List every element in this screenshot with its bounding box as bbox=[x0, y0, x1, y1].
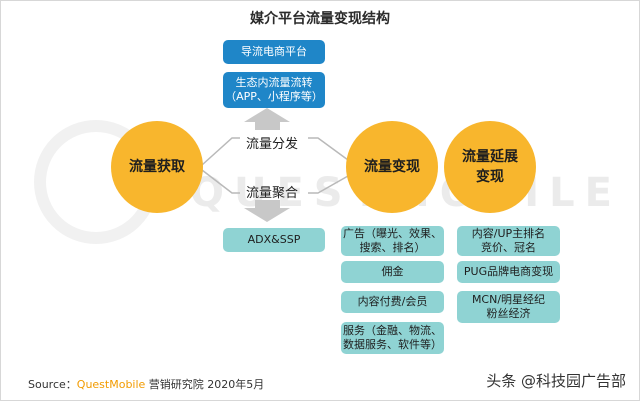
source-label: Source： bbox=[28, 378, 77, 391]
up-arrow-icon bbox=[244, 108, 290, 130]
right-upper-bracket bbox=[308, 137, 349, 161]
top-box-1-label: 导流电商平台 bbox=[241, 45, 307, 58]
monetize-item-4: 服务（金融、物流、 数据服务、软件等） bbox=[341, 322, 444, 354]
monetize-item-1: 广告（曝光、效果、 搜索、排名） bbox=[341, 226, 444, 256]
circle-extend: 流量延展 变现 bbox=[444, 121, 536, 213]
source-rest: 营销研究院 2020年5月 bbox=[145, 378, 265, 391]
extend-item-3-label: MCN/明星经纪 粉丝经济 bbox=[471, 293, 546, 320]
monetize-item-4-label: 服务（金融、物流、 数据服务、软件等） bbox=[343, 324, 442, 351]
left-lower-bracket bbox=[201, 169, 240, 194]
monetize-item-3-label: 内容付费/会员 bbox=[357, 295, 428, 308]
distribute-label: 流量分发 bbox=[246, 137, 299, 152]
circle-acquire: 流量获取 bbox=[111, 121, 203, 213]
bottom-box: ADX&SSP bbox=[223, 228, 325, 252]
bottom-box-label: ADX&SSP bbox=[247, 233, 301, 246]
extend-item-2-label: PUG品牌电商变现 bbox=[463, 265, 554, 278]
top-box-2: 生态内流量流转 （APP、小程序等） bbox=[223, 72, 325, 108]
monetize-item-2-label: 佣金 bbox=[381, 265, 404, 278]
left-upper-bracket bbox=[201, 137, 240, 166]
source-footer: Source：QuestMobile 营销研究院 2020年5月 bbox=[28, 376, 264, 392]
extend-item-3: MCN/明星经纪 粉丝经济 bbox=[457, 291, 560, 323]
right-lower-bracket bbox=[308, 175, 349, 194]
extend-item-1: 内容/UP主排名 竞价、冠名 bbox=[457, 226, 560, 256]
page-title: 媒介平台流量变现结构 bbox=[250, 11, 390, 27]
monetize-item-1-label: 广告（曝光、效果、 搜索、排名） bbox=[343, 227, 442, 254]
down-arrow-icon bbox=[244, 200, 290, 222]
extend-item-2: PUG品牌电商变现 bbox=[457, 261, 560, 283]
top-box-2-label: 生态内流量流转 （APP、小程序等） bbox=[225, 76, 323, 103]
monetize-item-3: 内容付费/会员 bbox=[341, 291, 444, 313]
top-box-1: 导流电商平台 bbox=[223, 40, 325, 64]
credit-watermark: 头条 @科技园广告部 bbox=[486, 372, 626, 390]
extend-item-1-label: 内容/UP主排名 竞价、冠名 bbox=[471, 227, 546, 254]
source-brand: QuestMobile bbox=[76, 378, 146, 391]
circle-monetize: 流量变现 bbox=[346, 121, 438, 213]
aggregate-label: 流量聚合 bbox=[246, 186, 299, 201]
monetize-item-2: 佣金 bbox=[341, 261, 444, 283]
